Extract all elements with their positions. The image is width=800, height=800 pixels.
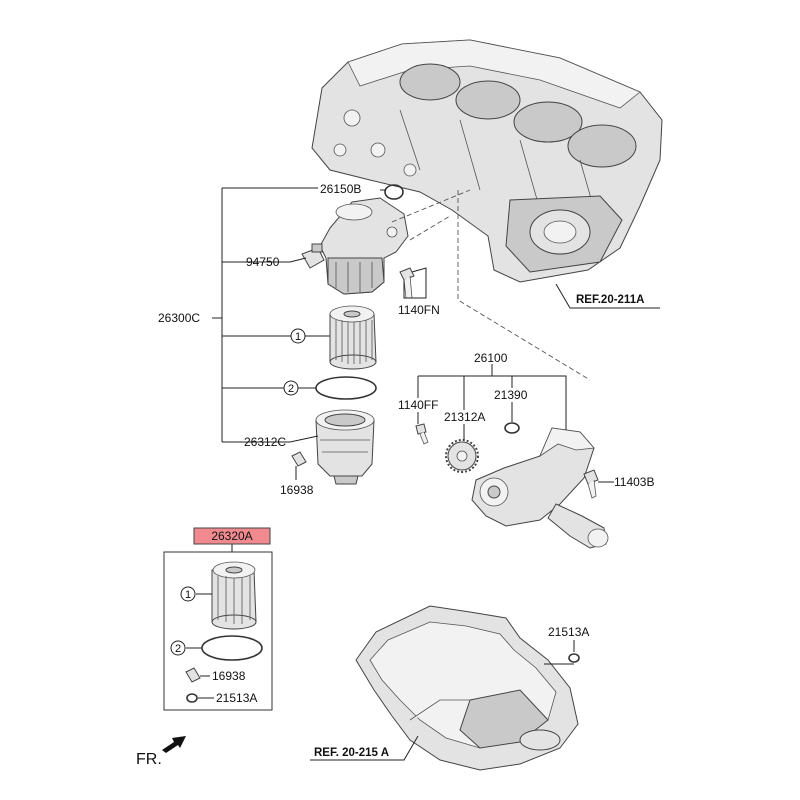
filter-oring	[315, 376, 377, 400]
front-label: FR.	[136, 751, 162, 768]
label-21312A: 21312A	[444, 410, 485, 424]
svg-text:1: 1	[185, 589, 191, 601]
label-kit-16938: 16938	[212, 669, 246, 683]
pump-assembly-bracket	[417, 364, 614, 483]
label-pan-21513A: 21513A	[548, 625, 589, 639]
label-94750: 94750	[246, 255, 280, 269]
svg-text:2: 2	[175, 643, 181, 655]
oring-21390	[504, 422, 520, 434]
label-1140FF: 1140FF	[398, 398, 438, 412]
pan-drain-oring	[568, 653, 580, 663]
front-arrow-icon	[162, 736, 186, 753]
bolt-1140FN	[399, 267, 415, 299]
label-21390: 21390	[494, 388, 528, 402]
bolt-1140FF	[415, 423, 429, 445]
label-26150B: 26150B	[320, 182, 361, 196]
label-ref-pan: REF. 20-215 A	[314, 747, 389, 759]
label-ref-block: REF.20-211A	[576, 294, 644, 306]
callout-1: 1	[290, 328, 306, 344]
callout-2: 2	[283, 380, 299, 396]
svg-text:2: 2	[288, 383, 294, 395]
kit-callout-1: 1	[180, 586, 196, 602]
label-11403B: 11403B	[614, 475, 654, 489]
oil-filter-cap	[315, 409, 375, 485]
label-26312C: 26312C	[244, 435, 286, 449]
dashed-leaders	[391, 189, 591, 381]
filter-assembly-bracket	[212, 187, 427, 480]
label-1140FN: 1140FN	[398, 303, 440, 317]
label-26300C: 26300C	[158, 311, 200, 325]
adapter-gasket-ring	[384, 184, 404, 200]
ref-pan-leader	[310, 735, 419, 761]
oil-pressure-switch	[301, 243, 325, 269]
front-indicator: FR.	[136, 736, 186, 768]
oil-pump-sprocket	[445, 439, 479, 473]
oil-filter-element	[329, 305, 377, 370]
oil-pump-assembly	[471, 427, 609, 549]
label-16938: 16938	[280, 483, 314, 497]
label-kit-21513A: 21513A	[216, 691, 257, 705]
oil-filter-housing	[319, 197, 409, 295]
pan-plug-leader	[544, 640, 575, 665]
ref-block-leader	[555, 283, 660, 309]
engine-block	[311, 39, 663, 283]
kit-callout-2: 2	[170, 640, 186, 656]
label-26100: 26100	[474, 351, 508, 365]
filter-kit-box	[163, 527, 273, 711]
label-26320A: 26320A	[211, 529, 252, 543]
oil-pan	[355, 605, 579, 771]
clip-16938	[291, 451, 307, 467]
bolt-11403B	[583, 469, 599, 499]
svg-text:1: 1	[295, 331, 301, 343]
